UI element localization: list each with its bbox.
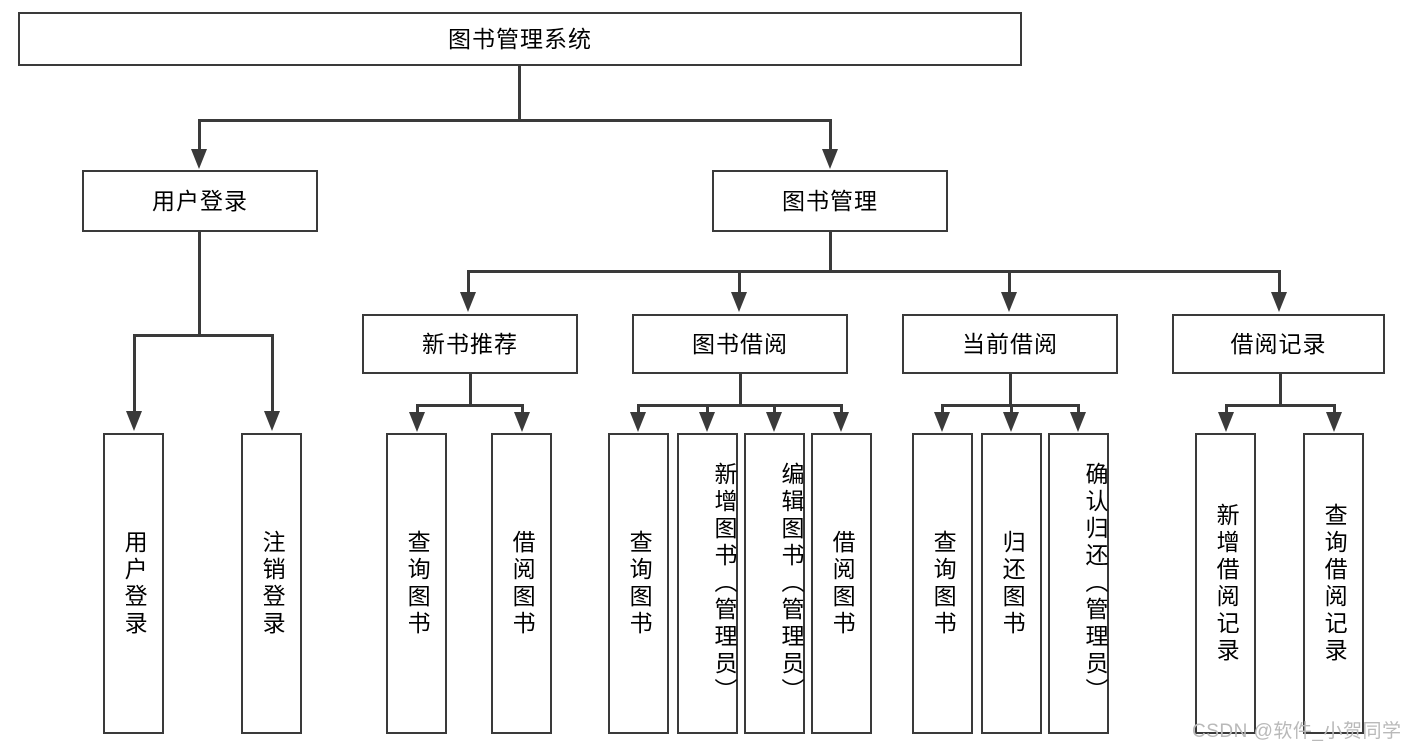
connector-to-leaf-add-book — [706, 404, 709, 414]
node-leaf-confirm-return[interactable]: 确认归还（管理员） — [1048, 433, 1109, 734]
arrow-to-leaf-user-login — [126, 411, 142, 431]
connector-to-user-login — [198, 119, 201, 151]
connector-to-leaf-return-book — [1010, 404, 1013, 414]
connector-level2-bus — [198, 119, 831, 122]
node-leaf-return-book[interactable]: 归还图书 — [981, 433, 1042, 734]
node-label: 编辑图书（管理员） — [778, 462, 804, 705]
node-label: 用户登录 — [121, 529, 148, 638]
node-leaf-add-book[interactable]: 新增图书（管理员） — [677, 433, 738, 734]
connector-borrow-record-stem — [1279, 374, 1282, 405]
connector-borrow-record-bus — [1225, 404, 1335, 407]
node-label: 确认归还（管理员） — [1082, 462, 1108, 705]
node-label: 查询图书 — [626, 529, 653, 638]
node-label: 归还图书 — [999, 529, 1026, 638]
arrow-to-current-borrow — [1001, 292, 1017, 312]
arrow-to-user-login — [191, 149, 207, 169]
connector-to-book-borrow — [738, 270, 741, 294]
node-leaf-logout-login[interactable]: 注销登录 — [241, 433, 302, 734]
connector-book-borrow-bus — [637, 404, 842, 407]
connector-to-leaf-user-login — [133, 334, 136, 413]
arrow-to-new-book-recommend — [460, 292, 476, 312]
connector-to-new-book-recommend — [467, 270, 470, 294]
node-borrow-record[interactable]: 借阅记录 — [1172, 314, 1385, 374]
node-current-borrow[interactable]: 当前借阅 — [902, 314, 1118, 374]
connector-to-leaf-logout — [271, 334, 274, 413]
arrow-to-leaf-add-book — [699, 412, 715, 432]
connector-root-stem — [518, 66, 521, 120]
node-leaf-add-record[interactable]: 新增借阅记录 — [1195, 433, 1256, 734]
arrow-to-leaf-add-record — [1218, 412, 1234, 432]
node-label: 新增图书（管理员） — [711, 462, 737, 705]
connector-to-leaf-borrow-book-2 — [840, 404, 843, 414]
connector-to-leaf-confirm-return — [1077, 404, 1080, 414]
node-leaf-borrow-book-1[interactable]: 借阅图书 — [491, 433, 552, 734]
node-label: 新书推荐 — [422, 330, 518, 357]
connector-user-login-bus — [133, 334, 273, 337]
node-label: 查询借阅记录 — [1321, 502, 1348, 665]
connector-to-borrow-record — [1278, 270, 1281, 294]
node-label: 借阅图书 — [509, 529, 536, 638]
connector-to-leaf-query-record — [1333, 404, 1336, 414]
node-leaf-query-book-2[interactable]: 查询图书 — [608, 433, 669, 734]
node-leaf-edit-book[interactable]: 编辑图书（管理员） — [744, 433, 805, 734]
node-label: 用户登录 — [152, 187, 248, 214]
connector-user-login-stem — [198, 232, 201, 335]
arrow-to-borrow-record — [1271, 292, 1287, 312]
node-book-manage[interactable]: 图书管理 — [712, 170, 948, 232]
node-label: 新增借阅记录 — [1213, 502, 1240, 665]
arrow-to-leaf-logout — [264, 411, 280, 431]
node-label: 注销登录 — [259, 529, 286, 638]
watermark-text: CSDN @软件_小贺同学 — [1192, 721, 1402, 742]
connector-current-borrow-stem — [1009, 374, 1012, 405]
arrow-to-leaf-query-book-1 — [409, 412, 425, 432]
node-label: 图书借阅 — [692, 330, 788, 357]
connector-book-manage-stem — [829, 232, 832, 272]
node-label: 借阅记录 — [1230, 330, 1327, 357]
node-new-book-recommend[interactable]: 新书推荐 — [362, 314, 578, 374]
node-leaf-borrow-book-2[interactable]: 借阅图书 — [811, 433, 872, 734]
node-label: 查询图书 — [930, 529, 957, 638]
arrow-to-leaf-borrow-book-1 — [514, 412, 530, 432]
node-leaf-query-record[interactable]: 查询借阅记录 — [1303, 433, 1364, 734]
arrow-to-leaf-confirm-return — [1070, 412, 1086, 432]
connector-to-book-manage — [829, 119, 832, 151]
node-root-system[interactable]: 图书管理系统 — [18, 12, 1022, 66]
node-label: 查询图书 — [404, 529, 431, 638]
node-leaf-user-login[interactable]: 用户登录 — [103, 433, 164, 734]
connector-to-leaf-borrow-book-1 — [521, 404, 524, 414]
arrow-to-leaf-return-book — [1003, 412, 1019, 432]
node-label: 借阅图书 — [829, 529, 856, 638]
node-book-borrow[interactable]: 图书借阅 — [632, 314, 848, 374]
connector-to-leaf-add-record — [1225, 404, 1228, 414]
arrow-to-leaf-query-record — [1326, 412, 1342, 432]
connector-to-leaf-query-book-1 — [416, 404, 419, 414]
arrow-to-book-borrow — [731, 292, 747, 312]
connector-to-leaf-edit-book — [773, 404, 776, 414]
node-label: 图书管理 — [782, 187, 878, 214]
arrow-to-leaf-query-book-3 — [934, 412, 950, 432]
connector-to-leaf-query-book-3 — [941, 404, 944, 414]
connector-book-borrow-stem — [739, 374, 742, 405]
arrow-to-leaf-query-book-2 — [630, 412, 646, 432]
node-label: 当前借阅 — [962, 330, 1058, 357]
arrow-to-book-manage — [822, 149, 838, 169]
node-user-login[interactable]: 用户登录 — [82, 170, 318, 232]
connector-level3-bus — [467, 270, 1278, 273]
arrow-to-leaf-borrow-book-2 — [833, 412, 849, 432]
arrow-to-leaf-edit-book — [766, 412, 782, 432]
connector-to-current-borrow — [1008, 270, 1011, 294]
node-leaf-query-book-1[interactable]: 查询图书 — [386, 433, 447, 734]
connector-new-book-recommend-stem — [469, 374, 472, 405]
node-leaf-query-book-3[interactable]: 查询图书 — [912, 433, 973, 734]
connector-to-leaf-query-book-2 — [637, 404, 640, 414]
connector-new-book-recommend-bus — [416, 404, 524, 407]
node-label: 图书管理系统 — [448, 25, 592, 52]
